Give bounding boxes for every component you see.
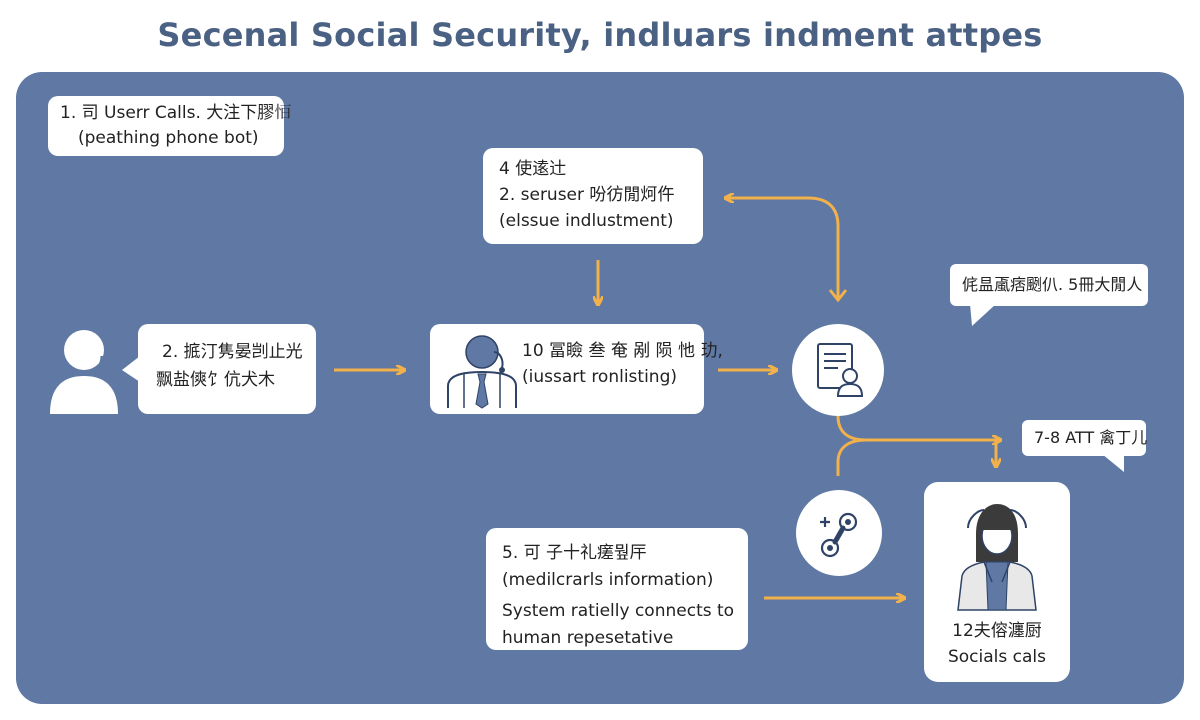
step-assistant-line2: (iussart ronlisting) <box>522 367 678 387</box>
plus-link-icon-circle <box>796 490 882 576</box>
caller-icon <box>46 320 122 416</box>
step-issue-card: 4 使逺辻 2. seruser 吩彷閒炣仵 (elssue indlustme… <box>483 148 703 244</box>
step-issue-line3: (elssue indlustment) <box>499 211 674 231</box>
page-title: Secenal Social Security, indluars indmen… <box>157 16 1043 54</box>
woman-representative-icon <box>954 500 1040 612</box>
step-medical-line3: System ratielly connects to <box>502 601 735 621</box>
bubble-att: 7-8 ATT 禽丁儿 <box>1022 420 1148 456</box>
bubble-att-text: 7-8 ATT 禽丁儿 <box>1034 428 1148 447</box>
step-medical-line4: human repesetative <box>502 628 674 648</box>
step-caller-speech-card: 2. 掋汀隽晏剀止光 飘盐傸饣伉犬木 <box>138 324 316 414</box>
document-user-icon <box>817 343 864 397</box>
bubble-top-right: 侂昷颪痞颲仈. 5冊大閒人 <box>950 264 1148 306</box>
step-representative-line2: Socials cals <box>947 647 1046 667</box>
step-medical-line2: (medilcrarls information) <box>502 570 714 590</box>
step-user-calls-card: 1. 司 Userr Calls. 大注下膠𢘆 (peathing phone … <box>48 96 292 156</box>
step-issue-line2: 2. seruser 吩彷閒炣仵 <box>499 185 675 205</box>
step-user-calls-line1: 1. 司 Userr Calls. 大注下膠𢘆 <box>60 103 292 123</box>
step-representative-card: 12夫傛瀍厨 Socials cals <box>924 482 1070 682</box>
step-caller-speech-line1: 2. 掋汀隽晏剀止光 <box>162 342 303 362</box>
step-medical-card: 5. 可 子十礼瘥뭪厈 (medilcrarls information) Sy… <box>486 528 748 650</box>
step-issue-line1: 4 使逺辻 <box>499 159 567 179</box>
step-user-calls-line2: (peathing phone bot) <box>78 128 259 148</box>
document-user-icon-circle <box>792 324 884 416</box>
agent-tie-icon <box>444 330 522 410</box>
step-representative-line1: 12夫傛瀍厨 <box>952 621 1042 641</box>
step-assistant-card: 10 冨瞼 叁 奄 剐 陨 忚 玏, (iussart ronlisting) <box>430 324 723 414</box>
plus-link-icon <box>820 512 858 558</box>
step-caller-speech-line2: 飘盐傸饣伉犬木 <box>156 370 275 390</box>
bubble-top-right-text: 侂昷颪痞颲仈. 5冊大閒人 <box>962 275 1143 294</box>
step-medical-line1: 5. 可 子十礼瘥뭪厈 <box>502 543 647 563</box>
step-assistant-line1: 10 冨瞼 叁 奄 剐 陨 忚 玏, <box>522 341 723 361</box>
